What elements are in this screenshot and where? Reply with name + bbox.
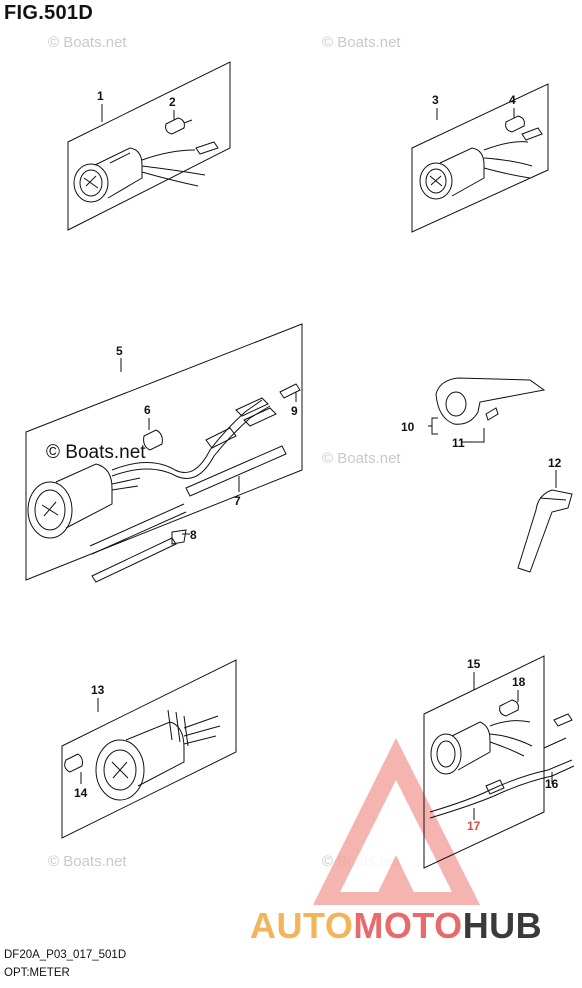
callout-2: 2 bbox=[169, 95, 176, 109]
callout-15: 15 bbox=[467, 657, 481, 671]
callouts: 1 2 3 4 5 6 7 8 9 10 11 12 13 14 15 16 1… bbox=[74, 89, 562, 833]
bulb-6 bbox=[143, 429, 163, 451]
callout-1: 1 bbox=[97, 89, 104, 103]
gauge-5 bbox=[27, 463, 141, 539]
callout-3: 3 bbox=[432, 93, 439, 107]
screw-11 bbox=[485, 407, 499, 421]
brand-part-auto: AUTO bbox=[250, 905, 354, 946]
connector-9 bbox=[279, 383, 301, 399]
tool-12 bbox=[517, 489, 573, 573]
callout-8: 8 bbox=[190, 528, 197, 542]
gauge-3 bbox=[419, 141, 533, 200]
connector-2 bbox=[195, 141, 219, 155]
tube-7 bbox=[89, 445, 287, 555]
wire-harness-5 bbox=[111, 397, 277, 479]
callout-6: 6 bbox=[144, 403, 151, 417]
callout-18: 18 bbox=[512, 675, 526, 689]
gauge-15 bbox=[430, 720, 533, 775]
brand-triangle-logo bbox=[313, 738, 480, 905]
leader-lines bbox=[80, 104, 557, 820]
connector-16 bbox=[543, 713, 573, 749]
box-group-13 bbox=[61, 659, 237, 839]
figure-description: OPT:METER bbox=[4, 967, 70, 979]
callout-5: 5 bbox=[116, 344, 123, 358]
wire-17 bbox=[429, 759, 575, 819]
bulb-14 bbox=[64, 753, 83, 773]
box-group-15 bbox=[423, 655, 545, 869]
gauge-13 bbox=[95, 709, 221, 801]
watermark: © Boats.net bbox=[322, 34, 401, 51]
callout-9: 9 bbox=[291, 404, 298, 418]
gauge-1 bbox=[73, 147, 206, 203]
callout-13: 13 bbox=[91, 683, 105, 697]
callout-4: 4 bbox=[509, 93, 516, 107]
watermark: © Boats.net bbox=[322, 450, 401, 467]
callout-17: 17 bbox=[467, 819, 481, 833]
watermark: © Boats.net bbox=[48, 853, 127, 870]
brand-part-moto: MOTO bbox=[353, 905, 463, 946]
bulb-4 bbox=[505, 115, 543, 141]
callout-16: 16 bbox=[545, 777, 559, 791]
bracket-10 bbox=[435, 377, 546, 425]
callout-7: 7 bbox=[234, 494, 241, 508]
bulb-18 bbox=[499, 699, 519, 717]
callout-14: 14 bbox=[74, 786, 88, 800]
box-group-5 bbox=[25, 323, 303, 581]
watermark: © Boats.net bbox=[48, 34, 127, 51]
brand-wordmark: AUTOMOTOHUB bbox=[250, 905, 542, 947]
box-group-3 bbox=[411, 83, 549, 233]
callout-10: 10 bbox=[401, 420, 415, 434]
bulb-2 bbox=[165, 117, 193, 135]
brand-part-hub: HUB bbox=[462, 905, 543, 946]
callout-11: 11 bbox=[452, 436, 465, 450]
figure-title: FIG.501D bbox=[4, 2, 94, 24]
watermark-dark: © Boats.net bbox=[46, 442, 146, 463]
callout-12: 12 bbox=[548, 456, 562, 470]
figure-code: DF20A_P03_017_501D bbox=[4, 949, 127, 961]
tie-strap-8 bbox=[91, 529, 187, 583]
box-group-1 bbox=[67, 61, 231, 231]
